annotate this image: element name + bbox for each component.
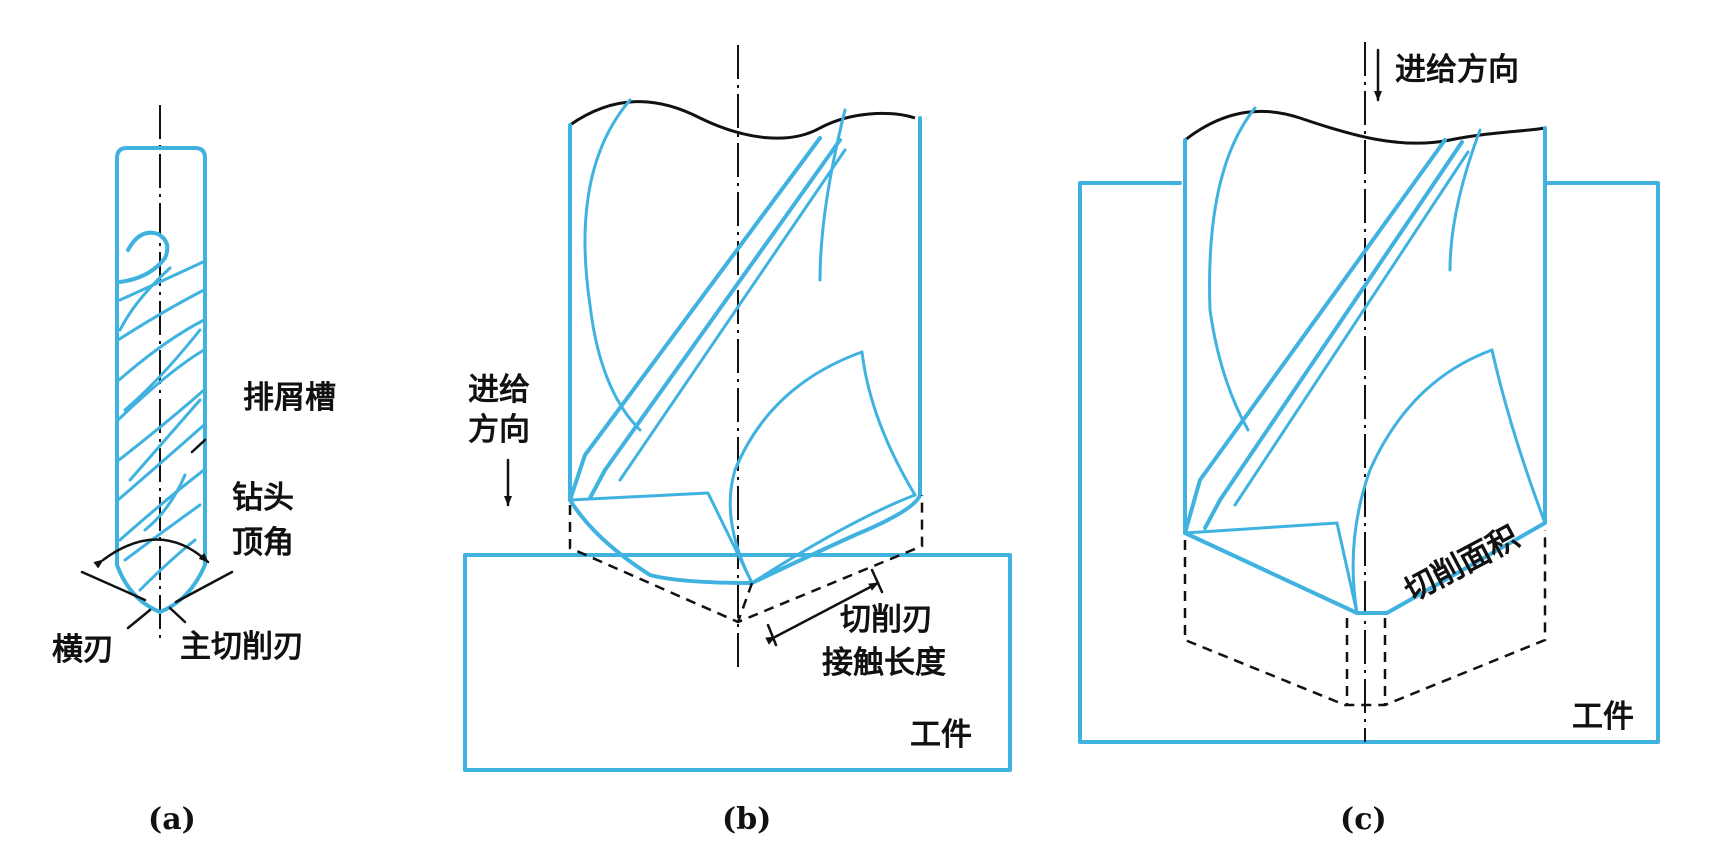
panel-a-point-angle-arc [93, 538, 210, 569]
panel-a-angle-extension-right [174, 570, 234, 604]
panel-b-projection [568, 495, 924, 624]
label-feed-line1: 进给 [468, 372, 530, 408]
caption-a: (a) [148, 802, 196, 837]
panel-a-helix-lines [116, 260, 206, 592]
panel-a-leader-chisel [126, 608, 152, 630]
label-feed-line2: 方向 [468, 412, 530, 448]
panel-b-dimension-tick-right [870, 568, 884, 594]
panel-c-flutes [1183, 106, 1547, 615]
panel-c-break-line [1184, 109, 1546, 145]
panel-b-body-outline [568, 116, 922, 585]
label-workpiece-c: 工件 [1572, 699, 1634, 735]
panel-c-lands [1183, 138, 1470, 535]
panel-c-workpiece-outline [1078, 181, 1660, 744]
panel-a-body-outline [115, 230, 207, 614]
label-workpiece-b: 工件 [910, 717, 972, 753]
label-contact-line1: 切削刃 [840, 602, 933, 638]
panel-b-lands [568, 136, 847, 502]
label-contact-line2: 接触长度 [822, 645, 946, 681]
panel-b-break-line [569, 100, 916, 140]
panel-c-body-outline [1183, 126, 1547, 615]
panel-a-leader-main-edge [168, 606, 187, 624]
panel-a-angle-extension-left [80, 570, 147, 602]
caption-c: (c) [1340, 802, 1387, 837]
panel-c-drill [1078, 42, 1660, 744]
panel-b-dimension-tick-left [766, 623, 778, 647]
label-point-angle-line2: 顶角 [232, 525, 294, 561]
panel-a-flute-top [118, 230, 170, 284]
label-feed-direction: 进给方向 [1395, 52, 1519, 88]
label-point-angle-line1: 钻头 [232, 480, 294, 516]
panel-c-projection [1183, 530, 1547, 707]
panel-a-drill [80, 105, 234, 642]
caption-b: (b) [722, 802, 772, 837]
label-chip-flute: 排屑槽 [243, 380, 336, 416]
panel-a-shank [115, 146, 207, 234]
panel-b-drill [463, 45, 1012, 772]
panel-b-contact-length-dimension [765, 581, 880, 645]
label-main-cutting-edge: 主切削刃 [180, 629, 304, 665]
panel-b-flutes [568, 98, 917, 585]
label-chisel-edge: 横刃 [52, 632, 114, 668]
panel-a-leader-flute [190, 438, 207, 454]
